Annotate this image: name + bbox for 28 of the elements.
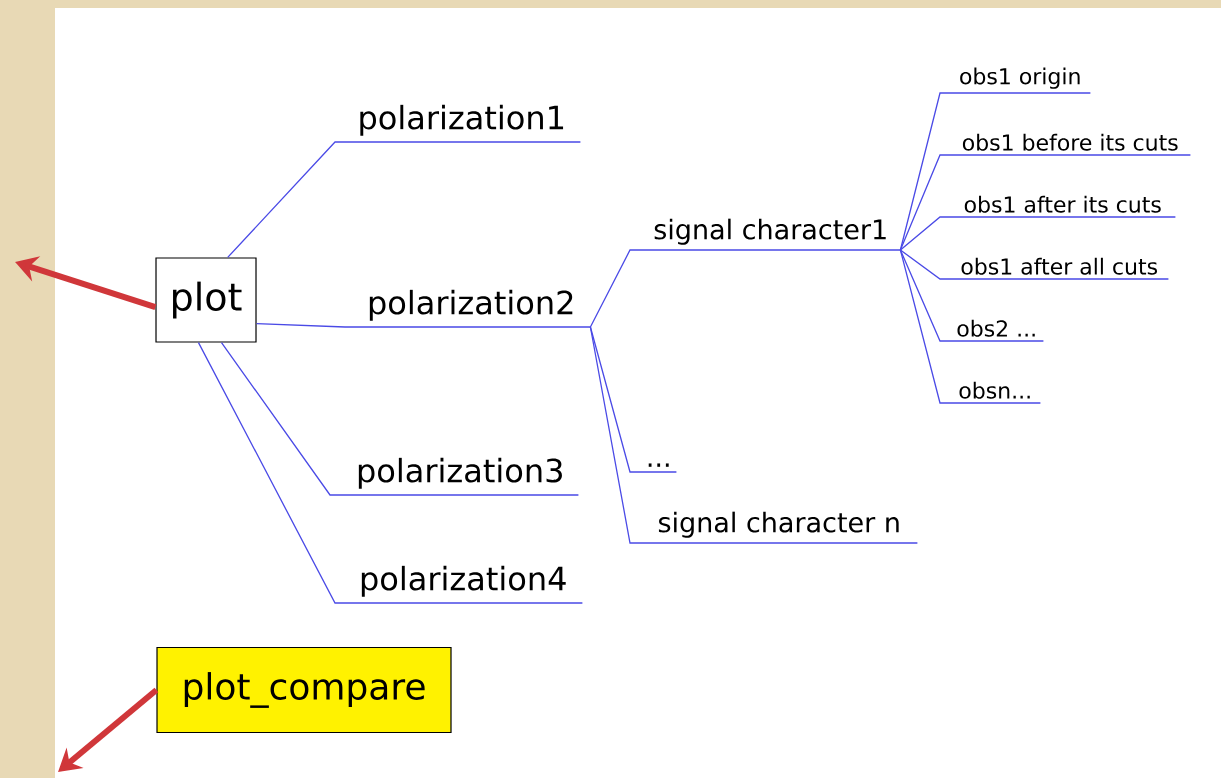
tree-label: obs1 after all cuts — [961, 257, 1157, 275]
tree-label: obs2 ... — [957, 319, 1035, 337]
tree-label: obs1 origin — [960, 67, 1080, 89]
branch-line — [899, 249, 1045, 342]
branch-line — [899, 216, 1177, 251]
tree-label: obs1 after its cuts — [964, 195, 1161, 213]
label-box: plot_compare — [156, 646, 452, 734]
tree-label: polarization3 — [358, 457, 562, 489]
branch-line — [589, 326, 919, 544]
branch-line — [899, 92, 1092, 251]
branch-line — [899, 249, 1042, 404]
tree-label: polarization2 — [369, 289, 573, 321]
tree-label: signal character n — [658, 511, 899, 538]
tree-label: ... — [648, 463, 669, 467]
tree-label: obs1 before its cuts — [962, 133, 1178, 151]
branch-line — [899, 154, 1192, 251]
tree-label: obsn... — [959, 381, 1030, 399]
tree-label: signal character1 — [654, 218, 886, 245]
arrow — [58, 687, 159, 772]
branch-line — [227, 141, 582, 259]
label-box: plot — [155, 257, 257, 343]
branch-line — [197, 341, 584, 604]
tree-label: polarization4 — [361, 565, 566, 597]
branch-line — [899, 249, 1170, 280]
branch-line — [589, 249, 902, 328]
branch-line — [220, 341, 580, 496]
tree-label: polarization1 — [360, 104, 564, 136]
branch-line — [255, 322, 592, 328]
